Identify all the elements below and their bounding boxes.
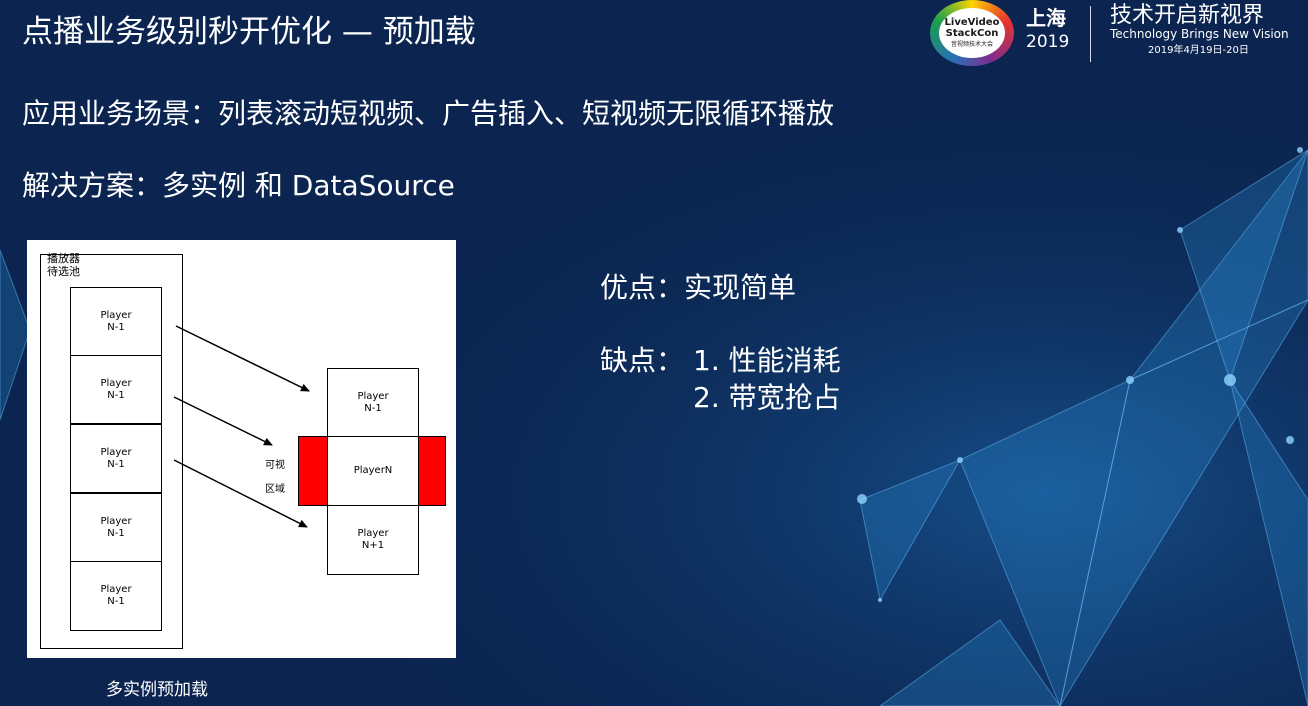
city-label: 上海 — [1026, 6, 1066, 30]
player-pool-box — [40, 254, 183, 649]
cons-item-1: 1. 性能消耗 — [693, 344, 841, 377]
diagram-caption: 多实例预加载 — [106, 680, 208, 700]
pros-text: 优点：实现简单 — [600, 271, 797, 304]
visible-area-right-marker — [417, 436, 446, 506]
visible-area-label-2: 区域 — [265, 484, 285, 495]
cons-label: 缺点： — [600, 344, 685, 377]
conference-date: 2019年4月19日-20日 — [1148, 45, 1249, 56]
logo-text-2: StackCon — [945, 27, 999, 39]
conference-logo: LiveVideo StackCon 音视频技术大会 — [930, 0, 1014, 66]
logo-text-3: 音视频技术大会 — [950, 40, 993, 48]
visible-area-left-marker — [298, 436, 328, 506]
logo-text-1: LiveVideo — [944, 16, 1000, 28]
slide-title: 点播业务级别秒开优化 — 预加载 — [22, 14, 476, 50]
arrow-to-next — [173, 459, 308, 528]
year-label: 2019 — [1026, 32, 1070, 52]
arrow-to-previous — [175, 325, 310, 392]
scenario-line: 应用业务场景：列表滚动短视频、广告插入、短视频无限循环播放 — [22, 97, 835, 130]
solution-line: 解决方案：多实例 和 DataSource — [22, 169, 455, 202]
slogan-chinese: 技术开启新视界 — [1110, 3, 1265, 28]
right-player-current: PlayerN — [327, 436, 419, 506]
header-divider — [1090, 6, 1091, 62]
arrow-to-visible-area — [173, 396, 273, 446]
cons-item-2: 2. 带宽抢占 — [693, 381, 841, 414]
pool-label: 播放器 待选池 — [47, 252, 80, 278]
slogan-english: Technology Brings New Vision — [1110, 27, 1289, 41]
conference-header: LiveVideo StackCon 音视频技术大会 上海 2019 技术开启新… — [930, 0, 1308, 70]
visible-area-label-1: 可视 — [265, 460, 285, 471]
preload-arrows — [173, 325, 310, 528]
